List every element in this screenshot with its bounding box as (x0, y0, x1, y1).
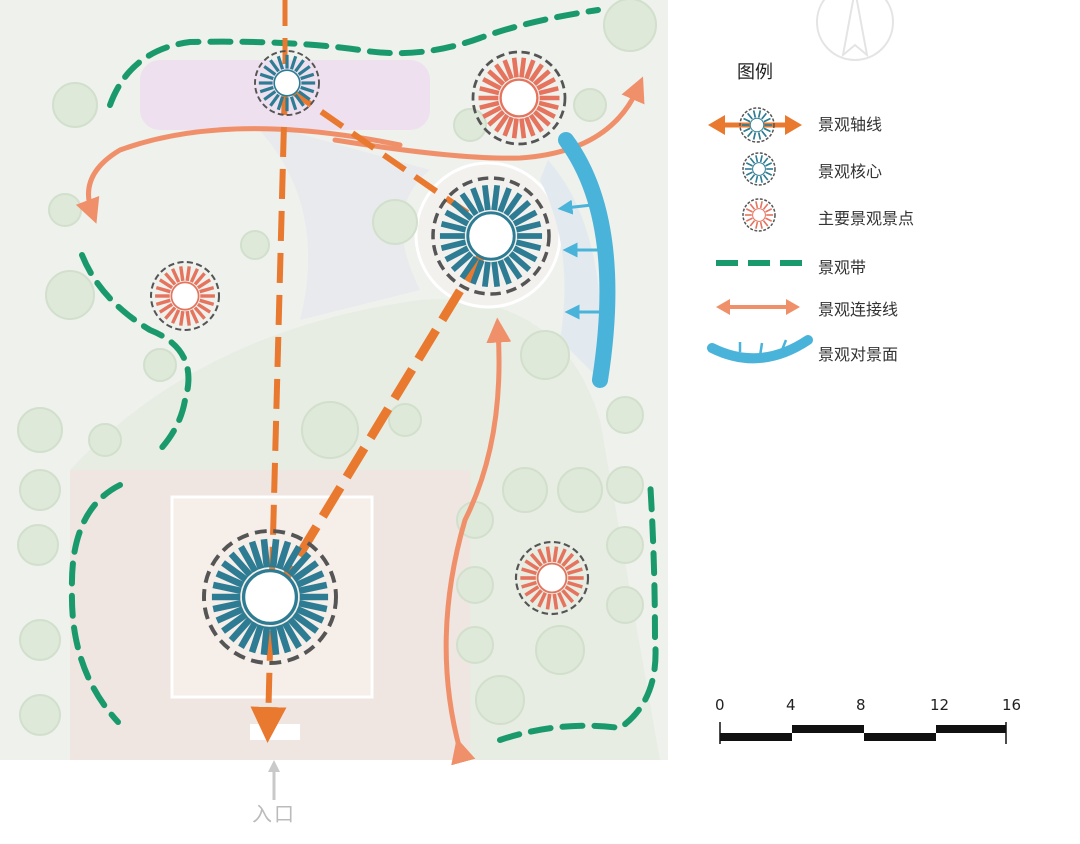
entrance-label: 入口 (252, 802, 296, 826)
pond (540, 160, 602, 380)
legend-spot-icon (742, 198, 776, 232)
legend-axis-symbol (708, 107, 802, 143)
scale-tick-8: 8 (856, 696, 866, 714)
legend-title: 图例 (737, 62, 773, 83)
entrance-arrow-icon (268, 760, 280, 800)
landscape-spot-west (149, 260, 221, 332)
landscape-core-pavilion (202, 529, 338, 665)
north-arrow-icon (816, 0, 894, 61)
legend-label-axis: 景观轴线 (818, 115, 883, 134)
legend-axis-core-icon (739, 107, 775, 143)
scale-tick-0: 0 (715, 696, 725, 714)
landscape-spot-northeast (471, 50, 567, 146)
landscape-band-lines (68, 7, 659, 743)
plaza-area (250, 120, 430, 320)
legend-label-vista: 景观对景面 (818, 345, 899, 364)
landscape-spots (149, 50, 590, 616)
scale-bar (719, 722, 1007, 744)
landscape-core-plaza (431, 176, 551, 296)
scale-tick-16: 16 (1002, 696, 1022, 714)
legend-label-spot: 主要景观景点 (818, 209, 915, 228)
landscape-cores (202, 50, 551, 665)
scale-tick-4: 4 (786, 696, 796, 714)
entrance-step (250, 724, 300, 740)
landscape-core-north (254, 50, 320, 116)
landscape-spot-southeast (514, 540, 590, 616)
legend-core-symbol (742, 152, 776, 186)
vista-face (557, 132, 616, 388)
landscape-connection-lines (75, 76, 645, 766)
legend-symbols (707, 107, 813, 364)
legend-link-symbol (716, 299, 800, 315)
legend-label-band: 景观带 (818, 258, 867, 277)
legend-core-icon (742, 152, 776, 186)
scale-tick-12: 12 (930, 696, 950, 714)
legend-vista-symbol (707, 335, 813, 364)
legend-label-link: 景观连接线 (818, 300, 899, 319)
legend-spot-symbol (742, 198, 776, 232)
legend-label-core: 景观核心 (818, 162, 883, 181)
